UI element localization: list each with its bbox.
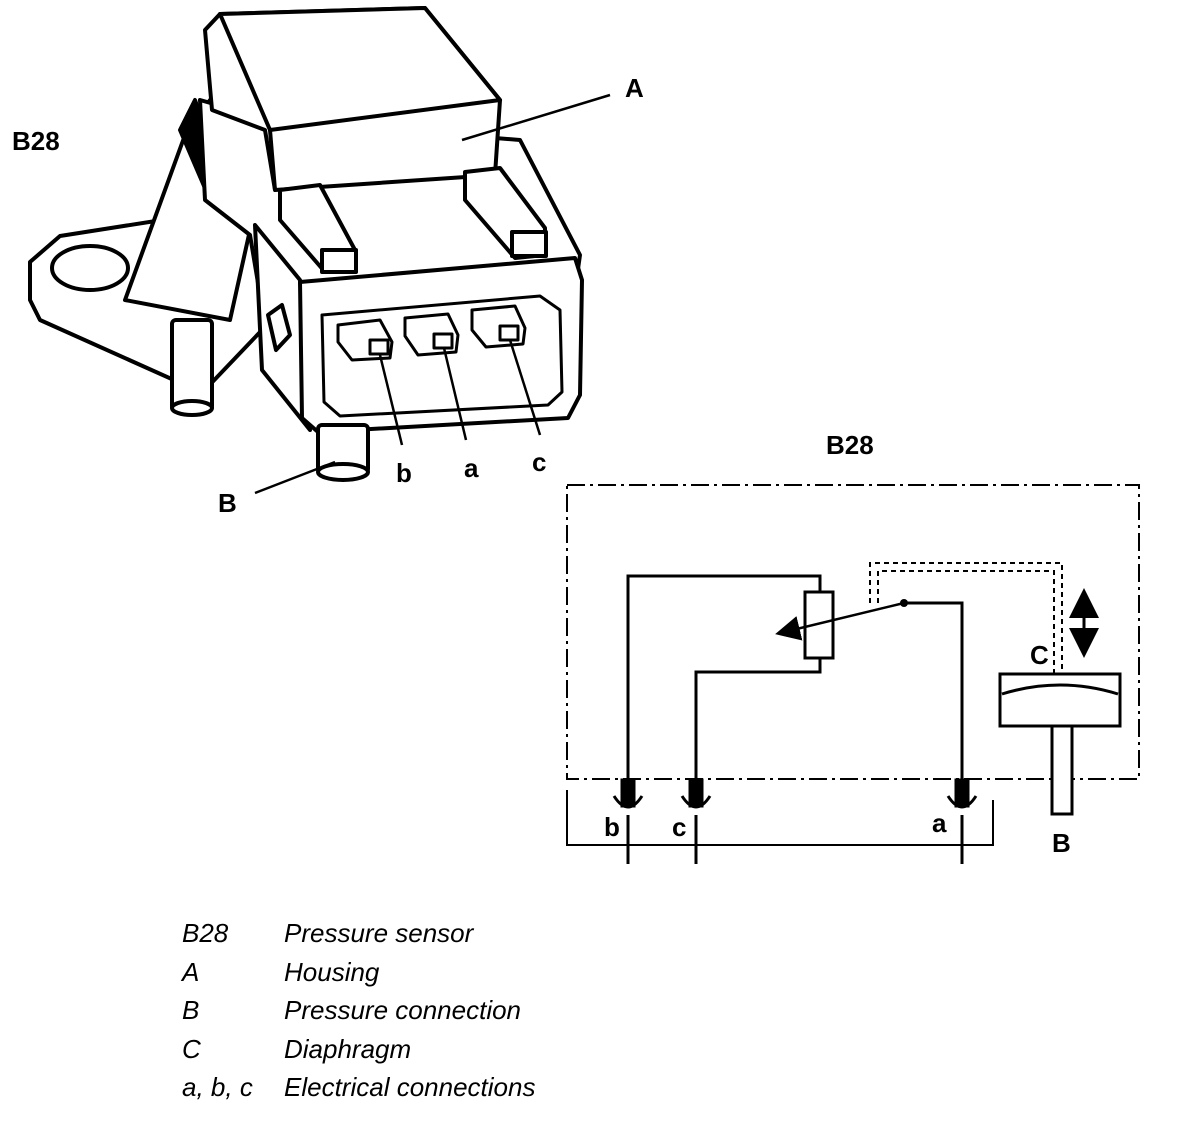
connector-side-window xyxy=(266,303,292,352)
latch-left-tip xyxy=(320,248,358,274)
legend-key: B28 xyxy=(182,918,229,948)
leader-housing xyxy=(461,93,611,142)
housing-top-face xyxy=(218,6,502,132)
callout-housing: A xyxy=(625,73,644,103)
legend-key: a, b, c xyxy=(182,1072,253,1102)
legend-desc: Pressure connection xyxy=(284,995,522,1025)
circuit-wires xyxy=(626,574,964,864)
terminal-c-pin xyxy=(688,778,704,808)
legend-desc: Electrical connections xyxy=(284,1072,536,1102)
schematic-label-pressure-port: B xyxy=(1052,828,1071,858)
sensor-id-label: B28 xyxy=(12,126,60,156)
legend-desc: Housing xyxy=(284,956,380,987)
diaphragm-housing xyxy=(998,672,1122,728)
flange-peg-end xyxy=(170,399,214,417)
schematic-label-a: a xyxy=(932,808,947,838)
callout-pressure-connection: B xyxy=(218,488,237,518)
terminal-a-pin xyxy=(954,778,970,808)
leader-pin-a xyxy=(442,347,468,441)
connector-pins xyxy=(336,304,527,362)
schematic-title: B28 xyxy=(826,430,874,460)
sensor-boundary xyxy=(566,484,1140,780)
schematic-label-c: c xyxy=(672,812,686,842)
wire-c xyxy=(694,658,822,782)
terminals xyxy=(612,778,978,809)
wire-a xyxy=(904,601,964,782)
callout-pin-a: a xyxy=(464,453,479,483)
housing-edge xyxy=(268,129,277,191)
leader-pin-c xyxy=(508,339,542,436)
terminal-b-pin xyxy=(620,778,636,808)
pin-a-tip xyxy=(432,332,454,350)
legend-key: A xyxy=(182,956,200,987)
wire-b xyxy=(626,574,822,782)
diaphragm-chamber xyxy=(998,672,1122,816)
leader-lines xyxy=(254,93,611,495)
linkage-inner xyxy=(877,570,1055,680)
legend-key: B xyxy=(182,995,200,1025)
legend-desc: Diaphragm xyxy=(284,1033,412,1064)
legend-key: C xyxy=(182,1033,201,1064)
schematic-label-diaphragm: C xyxy=(1030,640,1049,670)
sensor-illustration xyxy=(28,6,584,482)
leader-pressure-port xyxy=(254,460,336,495)
diaphragm-membrane xyxy=(1001,683,1119,696)
legend-desc: Pressure sensor xyxy=(284,918,474,948)
flange-peg xyxy=(170,318,214,412)
leader-pin-b xyxy=(378,354,404,446)
schematic-label-b: b xyxy=(604,812,620,842)
pressure-inlet-tube xyxy=(1050,724,1074,816)
callout-pin-c: c xyxy=(532,447,546,477)
diaphragm-linkage xyxy=(869,562,1063,680)
pin-c-tip xyxy=(498,324,520,342)
pin-b-tip xyxy=(368,338,390,356)
pressure-port-end xyxy=(316,462,370,482)
mounting-hole xyxy=(50,244,130,292)
latch-right-tip xyxy=(510,230,548,258)
connector-strip xyxy=(566,790,994,846)
callout-pin-b: b xyxy=(396,458,412,488)
potentiometer-wiper xyxy=(775,601,905,641)
linkage-outer xyxy=(869,562,1063,680)
wiper-pivot xyxy=(900,599,908,607)
